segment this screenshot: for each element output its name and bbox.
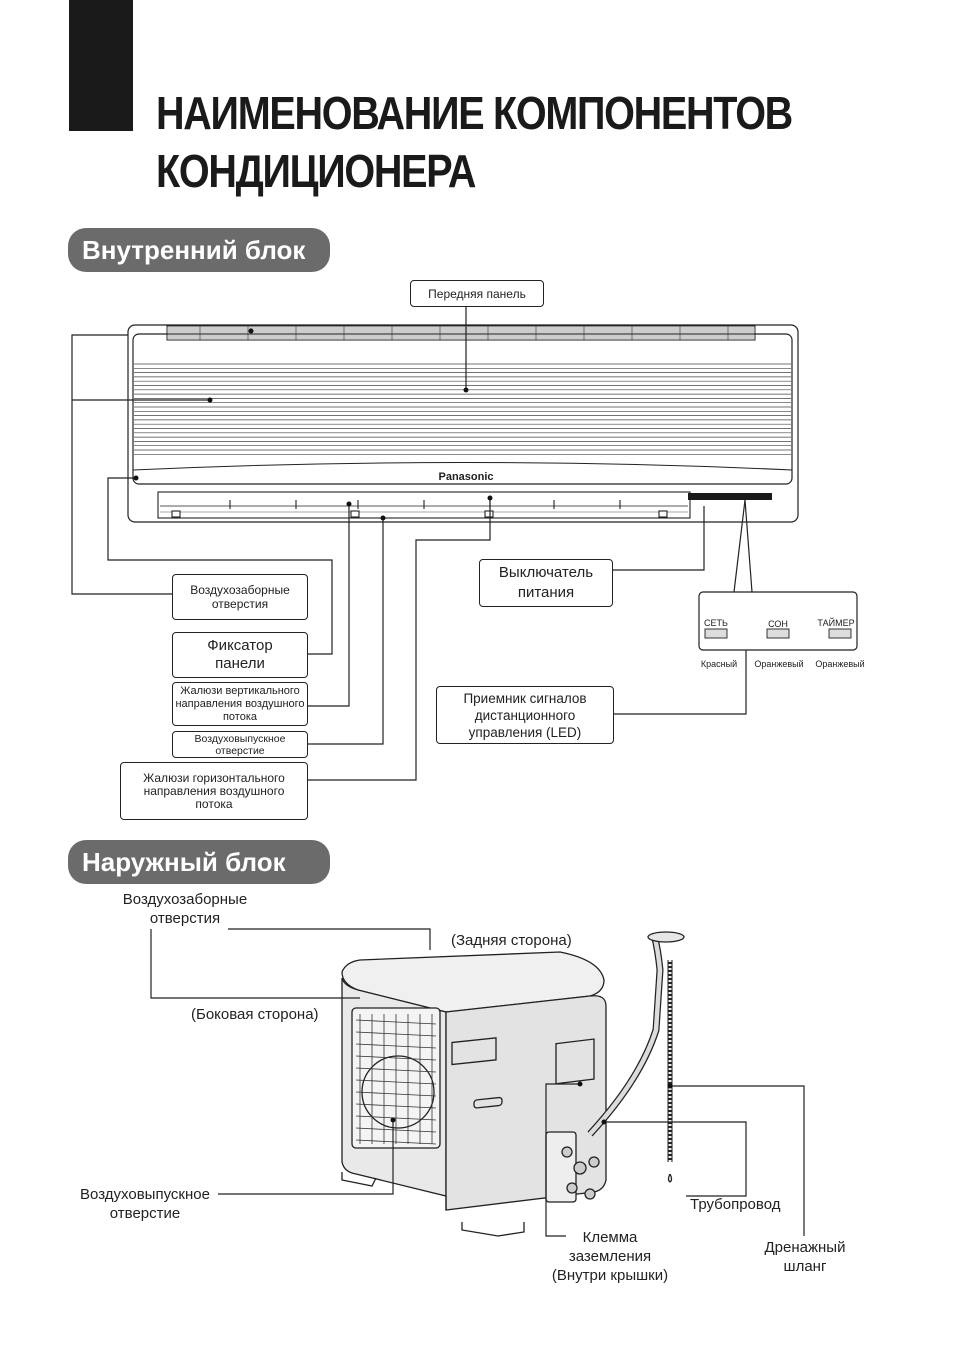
outdoor-heading: Наружный блок	[68, 840, 330, 884]
air-intake-label: Воздухозаборные отверстия	[172, 574, 308, 620]
sleep-led-color: Оранжевый	[754, 659, 803, 669]
timer-led	[828, 628, 852, 639]
vertical-louvers-label: Жалюзи вертикального направления воздушн…	[172, 682, 308, 726]
indoor-heading: Внутренний блок	[68, 228, 330, 272]
horizontal-louvers-label: Жалюзи горизонтального направления возду…	[120, 762, 308, 820]
title-line-2: КОНДИЦИОНЕРА	[156, 145, 476, 197]
power-led-color: Красный	[701, 659, 737, 669]
piping-label: Трубопровод	[690, 1196, 781, 1213]
drain-hose-label: Дренажный шланг	[764, 1239, 846, 1275]
front-panel-label: Передняя панель	[410, 280, 544, 307]
timer-led-label: ТАЙМЕР	[817, 617, 854, 628]
section-marker	[69, 0, 133, 131]
power-switch-label: Выключатель питания	[479, 559, 613, 607]
back-side-label: (Задняя сторона)	[451, 932, 572, 949]
outdoor-air-outlet-label: Воздуховыпускное отверстие	[80, 1186, 210, 1222]
air-outlet-label: Воздуховыпускное отверстие	[172, 731, 308, 758]
power-led	[704, 628, 728, 639]
display-bar	[688, 493, 772, 500]
timer-led-color: Оранжевый	[815, 659, 864, 669]
sleep-led	[766, 628, 790, 639]
power-led-label: СЕТЬ	[704, 618, 728, 628]
remote-receiver-label: Приемник сигналов дистанционного управле…	[436, 686, 614, 744]
indoor-unit-body	[127, 324, 799, 523]
indicator-panel	[698, 591, 858, 651]
sleep-led-label: СОН	[768, 619, 788, 629]
side-side-label: (Боковая сторона)	[191, 1006, 319, 1023]
page-title: НАИМЕНОВАНИЕ КОМПОНЕНТОВ КОНДИЦИОНЕРА	[156, 84, 793, 200]
ground-terminal-label: Клемма заземления (Внутри крышки)	[551, 1229, 669, 1284]
title-line-1: НАИМЕНОВАНИЕ КОМПОНЕНТОВ	[156, 87, 793, 139]
outdoor-air-intake-label: Воздухозаборные отверстия	[122, 891, 248, 927]
panel-lock-label: Фиксатор панели	[172, 632, 308, 678]
brand-logo: Panasonic	[438, 471, 493, 483]
